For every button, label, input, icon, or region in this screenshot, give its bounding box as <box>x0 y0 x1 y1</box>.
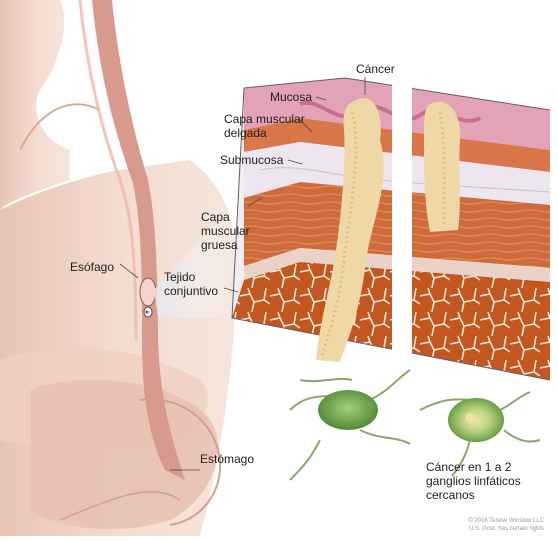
copyright-credit-2: U.S. Govt. has certain rights <box>469 526 544 533</box>
label-cancer: Cáncer <box>356 62 395 76</box>
label-esofago: Esófago <box>70 260 114 274</box>
label-cancer-ganglios-3: cercanos <box>426 488 475 502</box>
copyright-credit-1: © 2016 Terese Winslow LLC <box>468 518 544 525</box>
lymph-node-cancer <box>448 398 504 442</box>
label-capa-muscular-gruesa-1: Capa <box>201 210 230 224</box>
label-capa-muscular-delgada-1: Capa muscular <box>224 112 305 126</box>
label-cancer-ganglios-1: Cáncer en 1 a 2 <box>426 460 511 474</box>
label-tejido-conjuntivo-2: conjuntivo <box>164 284 218 298</box>
tumor-column-right <box>424 102 460 232</box>
label-capa-muscular-delgada-2: delgada <box>224 126 267 140</box>
label-cancer-ganglios-2: ganglios linfáticos <box>426 474 521 488</box>
label-mucosa: Mucosa <box>270 90 312 104</box>
lymph-node-healthy <box>318 390 378 430</box>
label-tejido-conjuntivo-1: Tejido <box>164 270 195 284</box>
section-divider <box>392 76 412 536</box>
label-estomago: Estómago <box>200 452 254 466</box>
label-submucosa: Submucosa <box>220 153 283 167</box>
label-capa-muscular-gruesa-2: muscular <box>201 224 250 238</box>
label-capa-muscular-gruesa-3: gruesa <box>201 238 238 252</box>
